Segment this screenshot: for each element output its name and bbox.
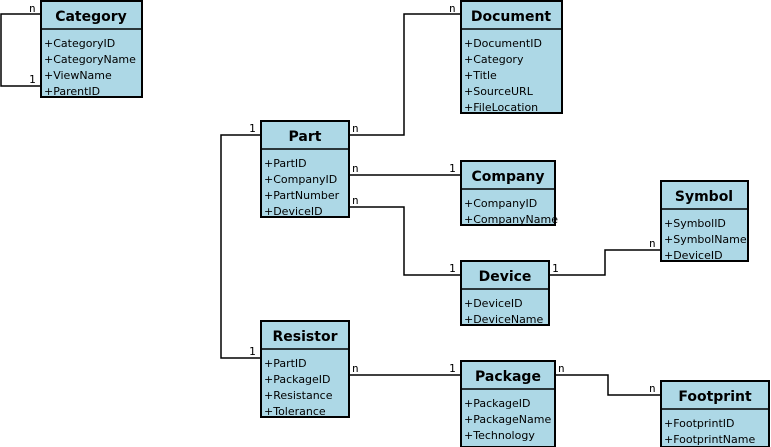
mult-resistor-package-to: 1 [449, 362, 456, 375]
entity-attribute: +ParentID [44, 85, 100, 98]
entity-title: Footprint [678, 389, 752, 405]
mult-part-company-to: 1 [449, 162, 456, 175]
mult-part-device-to: 1 [449, 262, 456, 275]
entity-attribute: +SymbolID [664, 217, 726, 230]
multiplicity-labels: n 1 n n n 1 n 1 1 n 1 1 n 1 n n [29, 2, 656, 395]
entity-title: Device [479, 269, 532, 285]
entity-title: Package [475, 369, 541, 385]
entity-attribute: +FileLocation [464, 101, 538, 114]
entity-title: Symbol [675, 189, 733, 205]
entity-attribute: +Title [464, 69, 497, 82]
entity-attribute: +CategoryID [44, 37, 115, 50]
relationship-part-device [349, 206, 461, 276]
entity-attribute: +DeviceID [464, 297, 523, 310]
mult-part-document-to: n [449, 2, 456, 15]
entity-footprint: Footprint +FootprintID +FootprintName [660, 380, 770, 447]
relationship-package-footprint [555, 374, 661, 396]
entity-title: Resistor [273, 329, 338, 345]
entity-title: Part [289, 129, 322, 145]
entity-attribute: +PackageName [464, 413, 551, 426]
mult-part-company-from: n [352, 162, 359, 175]
entity-part: Part +PartID +CompanyID +PartNumber +Dev… [260, 120, 350, 218]
entity-attribute: +PartID [264, 157, 307, 170]
entity-attribute: +SourceURL [464, 85, 534, 98]
mult-package-footprint-from: n [558, 362, 565, 375]
entity-attribute: +DocumentID [464, 37, 542, 50]
mult-part-device-from: n [352, 194, 359, 207]
mult-part-document-from: n [352, 122, 359, 135]
mult-package-footprint-to: n [649, 382, 656, 395]
entity-symbol: Symbol +SymbolID +SymbolName +DeviceID [660, 180, 749, 262]
mult-part-resistor-from: 1 [249, 122, 256, 135]
entity-document: Document +DocumentID +Category +Title +S… [460, 0, 563, 114]
mult-part-resistor-to: 1 [249, 345, 256, 358]
entity-attribute: +CategoryName [44, 53, 136, 66]
entity-title: Document [471, 9, 552, 25]
entity-package: Package +PackageID +PackageName +Technol… [460, 360, 556, 447]
entity-attribute: +SymbolName [664, 233, 747, 246]
mult-resistor-package-from: n [352, 362, 359, 375]
relationship-lines [0, 13, 661, 396]
entity-attribute: +Tolerance [264, 405, 326, 418]
mult-device-symbol-from: 1 [552, 262, 559, 275]
entity-title: Category [55, 9, 127, 25]
relationship-category-self [0, 13, 41, 87]
entity-attribute: +PackageID [464, 397, 531, 410]
entity-attribute: +Category [464, 53, 524, 66]
entity-attribute: +CompanyID [464, 197, 537, 210]
entity-category: Category +CategoryID +CategoryName +View… [40, 0, 143, 98]
entity-attribute: +DeviceID [264, 205, 323, 218]
entity-attribute: +PartNumber [264, 189, 340, 202]
entity-attribute: +DeviceID [664, 249, 723, 262]
mult-device-symbol-to: n [649, 237, 656, 250]
mult-category-from: n [29, 2, 36, 15]
entity-attribute: +CompanyID [264, 173, 337, 186]
entity-attribute: +ViewName [44, 69, 112, 82]
entity-attribute: +DeviceName [464, 313, 544, 326]
entity-attribute: +Resistance [264, 389, 333, 402]
entity-attribute: +Technology [464, 429, 535, 442]
entity-title: Company [471, 169, 544, 185]
entity-resistor: Resistor +PartID +PackageID +Resistance … [260, 320, 350, 418]
entity-device: Device +DeviceID +DeviceName [460, 260, 550, 326]
mult-category-to: 1 [29, 73, 36, 86]
entity-attribute: +PartID [264, 357, 307, 370]
entity-attribute: +FootprintName [664, 433, 755, 446]
relationship-device-symbol [549, 249, 661, 276]
relationship-part-document [349, 13, 461, 136]
entity-company: Company +CompanyID +CompanyName [460, 160, 558, 226]
entity-attribute: +PackageID [264, 373, 331, 386]
relationship-part-resistor [220, 134, 261, 359]
entity-attribute: +CompanyName [464, 213, 558, 226]
entity-attribute: +FootprintID [664, 417, 735, 430]
